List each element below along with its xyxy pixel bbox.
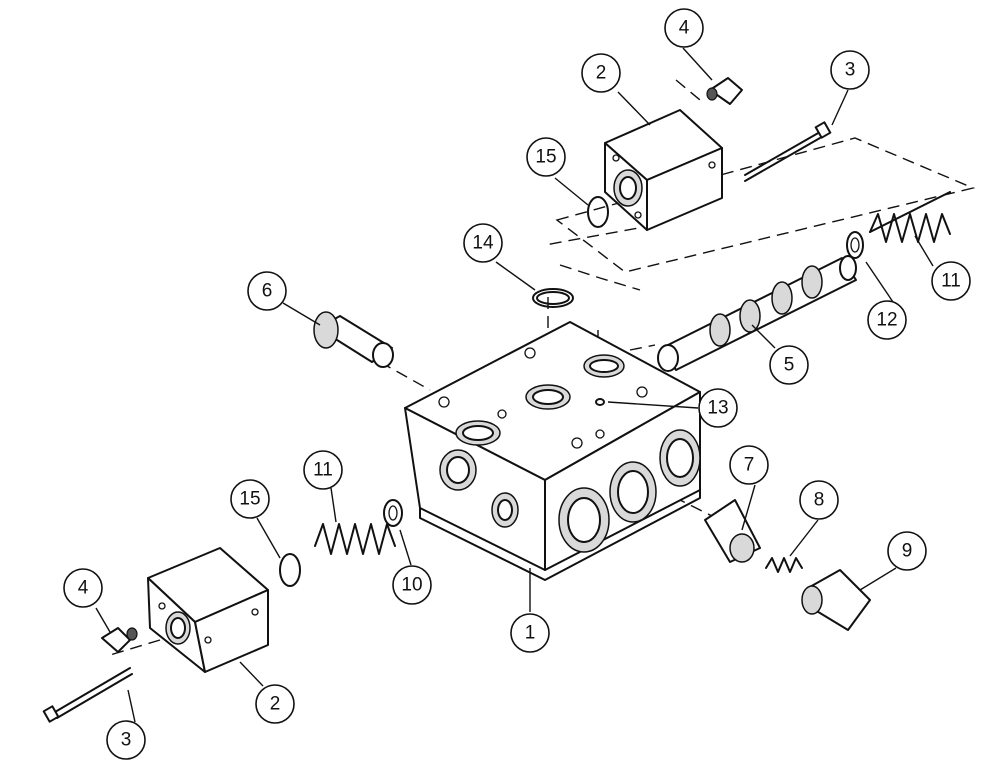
svg-text:6: 6 <box>262 281 273 302</box>
svg-text:10: 10 <box>401 575 422 596</box>
spring-left <box>314 523 396 555</box>
washer-10 <box>383 499 403 527</box>
svg-text:15: 15 <box>239 489 260 510</box>
callout-9: 9 <box>887 531 927 571</box>
callout-4-top: 4 <box>664 8 704 48</box>
fitting-bottom <box>101 627 138 653</box>
svg-text:2: 2 <box>596 63 607 84</box>
svg-text:3: 3 <box>121 730 132 751</box>
callout-3-bottom: 3 <box>106 720 146 760</box>
callout-12: 12 <box>867 300 907 340</box>
fitting-top <box>706 77 743 105</box>
callout-2-top: 2 <box>581 53 621 93</box>
callout-1: 1 <box>510 613 550 653</box>
svg-text:12: 12 <box>876 310 897 331</box>
valve-body <box>404 321 701 581</box>
callout-11-left: 11 <box>303 450 343 490</box>
leader-lines <box>95 47 934 723</box>
callout-14: 14 <box>463 223 503 263</box>
plunger <box>704 499 761 563</box>
o-ring-13 <box>595 398 605 406</box>
spool <box>657 255 857 372</box>
callout-8: 8 <box>799 480 839 520</box>
svg-text:9: 9 <box>902 541 913 562</box>
o-ring-15-bottom <box>279 553 301 587</box>
svg-text:14: 14 <box>472 233 494 254</box>
washer-12 <box>846 231 864 259</box>
svg-text:4: 4 <box>679 18 690 39</box>
plug <box>801 569 871 631</box>
svg-text:3: 3 <box>845 60 856 81</box>
callout-3-top: 3 <box>830 50 870 90</box>
callout-15-bottom: 15 <box>230 479 270 519</box>
callout-7: 7 <box>729 445 769 485</box>
svg-text:11: 11 <box>941 271 961 292</box>
svg-text:5: 5 <box>784 355 795 376</box>
callout-13: 13 <box>698 388 738 428</box>
small-spring <box>765 557 803 573</box>
o-ring-14 <box>532 288 574 308</box>
callout-11-right: 11 <box>931 261 971 301</box>
callout-6: 6 <box>247 271 287 311</box>
svg-text:1: 1 <box>525 623 536 644</box>
svg-text:8: 8 <box>814 490 825 511</box>
end-cap-bottom <box>147 547 269 673</box>
bolt-bottom <box>42 667 133 723</box>
callout-15-top: 15 <box>526 137 566 177</box>
callout-5: 5 <box>769 345 809 385</box>
spring-right <box>869 191 951 243</box>
callout-2-bottom: 2 <box>255 684 295 724</box>
end-cap-top <box>604 109 723 231</box>
relief-valve <box>313 311 394 368</box>
svg-text:7: 7 <box>744 455 755 476</box>
svg-text:4: 4 <box>78 578 89 599</box>
svg-text:15: 15 <box>535 147 556 168</box>
svg-text:2: 2 <box>270 694 281 715</box>
callout-10: 10 <box>392 565 432 605</box>
callout-4-bottom: 4 <box>63 568 103 608</box>
o-ring-15-top <box>587 196 609 228</box>
svg-text:13: 13 <box>707 398 728 419</box>
bolt-top <box>744 121 832 182</box>
svg-text:11: 11 <box>313 460 333 481</box>
